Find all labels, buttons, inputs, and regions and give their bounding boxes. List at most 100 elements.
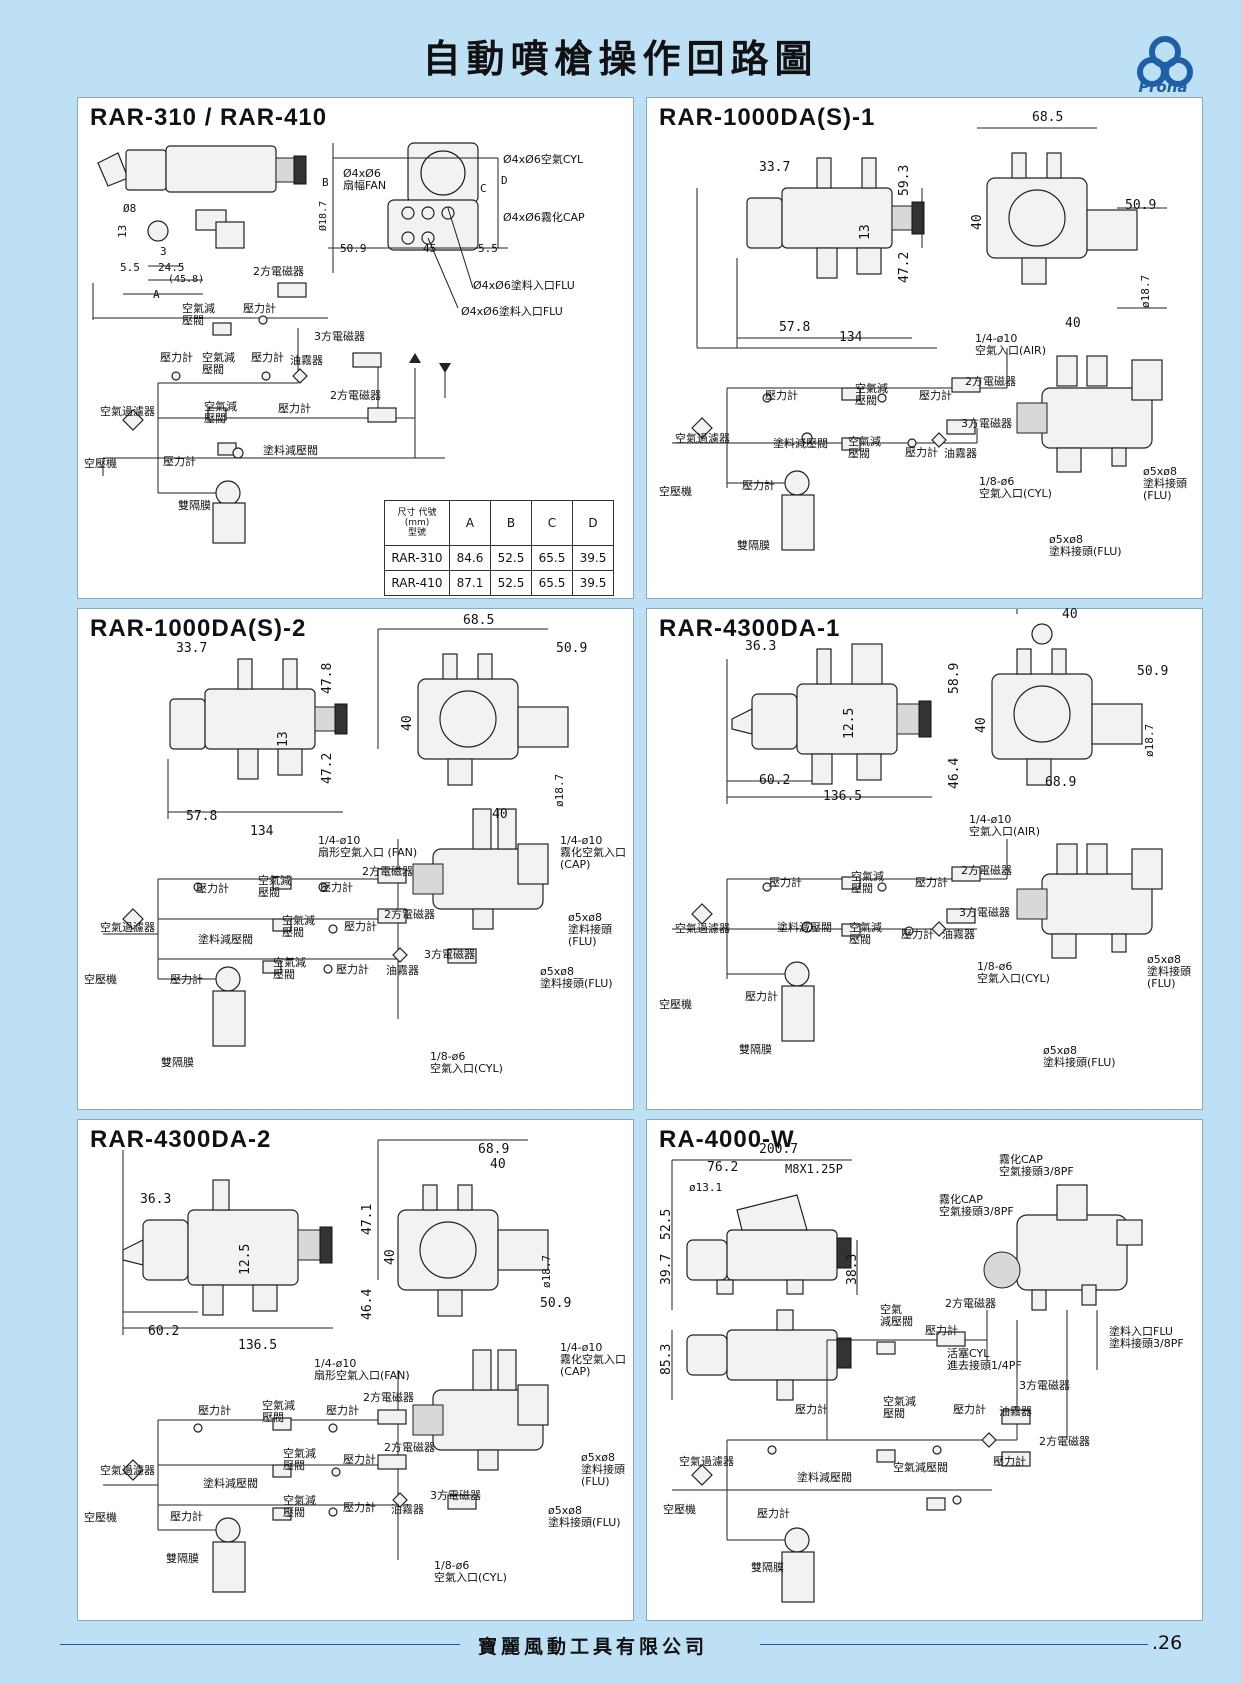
panel-rar-4300da-2: RAR-4300DA-2 [77, 1119, 634, 1621]
spray-gun-side-view [122, 1179, 333, 1316]
dimension-label: ø13.1 [689, 1181, 723, 1194]
compressor-label: 空壓機 [84, 1511, 117, 1524]
gauge-label: 壓力計 [163, 455, 196, 468]
solenoid-3way-label: 3方電磁器 [959, 906, 1010, 919]
solenoid-2way-label: 2方電磁器 [384, 1441, 435, 1454]
dimension-label: 68.9 [478, 1142, 510, 1157]
diaphragm-pump-label: 雙隔膜 [178, 499, 211, 512]
table-row: RAR-310 84.6 52.5 65.5 39.5 [384, 545, 614, 571]
dimension-label: M8X1.25P [785, 1162, 843, 1176]
dimension-label: 40 [492, 807, 508, 822]
solenoid-2way-label: 2方電磁器 [253, 265, 304, 278]
footer-rule-left [60, 1644, 460, 1645]
fan-port-label: Ø4xØ6 扇幅FAN [343, 167, 387, 192]
solenoid-2way-label: 2方電磁器 [363, 1391, 414, 1404]
lubricator-label: 油霧器 [391, 1503, 424, 1516]
spray-gun-side-view [686, 1194, 852, 1401]
piston-cyl-label: 活塞CYL 進去接頭1/4PF [947, 1347, 1022, 1372]
lubricator-label: 油霧器 [290, 354, 323, 367]
flu-joint-label: ø5xø8 塗料接頭(FLU) [540, 965, 613, 990]
regulator-label: 空氣減 壓閥 [848, 435, 881, 460]
regulator-label: 空氣減 壓閥 [851, 870, 884, 895]
dimension-label: 68.5 [1032, 110, 1064, 125]
pneumatic-circuit [672, 1310, 1098, 1541]
table-cell: 65.5 [531, 545, 573, 571]
table-cell: 39.5 [572, 570, 614, 596]
circuit-components [691, 843, 1163, 1042]
table-cell: 52.5 [490, 545, 532, 571]
panel-title: RAR-4300DA-2 [90, 1126, 272, 1153]
solenoid-2way-label: 2方電磁器 [1039, 1435, 1090, 1448]
regulator-label: 空氣減 壓閥 [282, 914, 315, 939]
dimension-label: 12.5 [842, 707, 857, 739]
dimension-label: 39.7 [659, 1253, 674, 1285]
dimension-label: 33.7 [176, 641, 208, 656]
dimension-label: 40 [1065, 316, 1081, 331]
compressor-label: 空壓機 [84, 457, 117, 470]
solenoid-3way-label: 3方電磁器 [1019, 1379, 1070, 1392]
gauge-label: 壓力計 [170, 973, 203, 986]
cap-inlet-label: 1/4-ø10 霧化空氣入口 (CAP) [560, 1341, 626, 1378]
fan-inlet-label: 1/4-ø10 扇形空氣入口 (FAN) [318, 834, 418, 859]
solenoid-2way-label: 2方電磁器 [362, 865, 413, 878]
dimension-label: 47.1 [360, 1203, 375, 1235]
gauge-label: 壓力計 [919, 389, 952, 402]
table-cell: RAR-310 [384, 545, 450, 571]
gauge-label: 壓力計 [336, 963, 369, 976]
panel-1-drawing [92, 142, 508, 544]
regulator-label: 空氣減 壓閥 [204, 400, 237, 425]
solenoid-2way-label: 2方電磁器 [945, 1297, 996, 1310]
table-cell: 87.1 [449, 570, 491, 596]
flu-inlet-label-1: Ø4xØ6塗料入口FLU [473, 279, 575, 292]
table-header: B [490, 500, 532, 546]
regulator-label: 空氣減壓閥 [893, 1461, 948, 1474]
dimension-label: 36.3 [745, 639, 777, 654]
page-title: 自動噴槍操作回路圖 [422, 37, 819, 81]
dimension-label: 76.2 [707, 1160, 739, 1175]
cap-port-label: 霧化CAP 空氣接頭3/8PF [999, 1153, 1074, 1178]
flu-joint-label: ø5xø8 塗料接頭(FLU) [548, 1504, 621, 1529]
dimension-label: 50.9 [340, 242, 367, 255]
fluid-regulator-label: 塗料減壓閥 [773, 437, 828, 450]
gauge-label: 壓力計 [745, 990, 778, 1003]
table-cell: 52.5 [490, 570, 532, 596]
solenoid-3way-label: 3方電磁器 [314, 330, 365, 343]
dimension-label: 40 [974, 717, 989, 733]
gauge-label: 壓力計 [953, 1403, 986, 1416]
prona-logo [1137, 36, 1193, 87]
table-header: A [449, 500, 491, 546]
diaphragm-pump-label: 雙隔膜 [166, 1552, 199, 1565]
gauge-label: 壓力計 [251, 351, 284, 364]
dimension-label: 12.5 [238, 1243, 253, 1275]
flu-joint-label: ø5xø8 塗料接頭 (FLU) [581, 1451, 625, 1488]
solenoid-2way-label: 2方電磁器 [961, 864, 1012, 877]
dimension-label: 60.2 [148, 1324, 180, 1339]
circuit-components [691, 1331, 1031, 1603]
panel-5-drawing [103, 1139, 549, 1593]
dimension-label: 47.2 [897, 251, 912, 283]
panel-6-drawing [671, 1159, 1143, 1603]
solenoid-2way-label: 2方電磁器 [965, 375, 1016, 388]
brand-name: Prona [1138, 78, 1188, 96]
dimension-label: ø18.7 [1139, 274, 1152, 308]
lubricator-label: 油霧器 [386, 964, 419, 977]
page-number: .26 [1152, 1632, 1183, 1654]
panel-2-drawing [672, 127, 1167, 551]
spray-gun-front-view [417, 653, 569, 786]
dimension-table: 尺寸 代號 (mm) 型號 A B C D RAR-310 84.6 52.5 … [384, 500, 614, 596]
gauge-label: 壓力計 [243, 302, 276, 315]
air-filter-label: 空氣過濾器 [679, 1455, 734, 1468]
cap-port-label: Ø4xØ6霧化CAP [503, 211, 585, 224]
cap-inlet-label: 1/4-ø10 霧化空氣入口 (CAP) [560, 834, 626, 871]
gauge-label: 壓力計 [198, 1404, 231, 1417]
flu-inlet-label-2: Ø4xØ6塗料入口FLU [461, 305, 563, 318]
gauge-label: 壓力計 [196, 882, 229, 895]
gauge-label: 壓力計 [170, 1510, 203, 1523]
table-cell: 39.5 [572, 545, 614, 571]
table-header: C [531, 500, 573, 546]
gauge-label: 壓力計 [344, 920, 377, 933]
footer: 寶麗風動工具有限公司 .26 [0, 1632, 1241, 1658]
dimension-label: 5.5 [120, 261, 140, 274]
air-inlet-label: 1/4-ø10 空氣入口(AIR) [975, 332, 1046, 357]
cyl-inlet-label: 1/8-ø6 空氣入口(CYL) [434, 1559, 507, 1584]
